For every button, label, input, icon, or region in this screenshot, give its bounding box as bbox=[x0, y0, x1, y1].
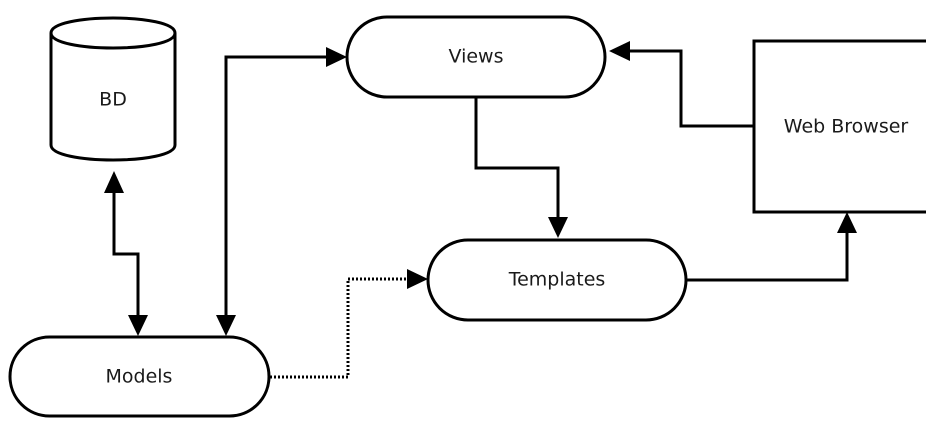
arrowhead-down-icon bbox=[216, 315, 236, 336]
node-models: Models bbox=[8, 335, 271, 418]
edge-views-templates bbox=[474, 98, 568, 238]
node-bd-label: BD bbox=[99, 89, 127, 111]
arrowhead-down-icon bbox=[128, 315, 148, 336]
edge-webbrowser-views bbox=[609, 41, 754, 128]
arrowhead-right-icon bbox=[326, 47, 347, 67]
edge-models-templates-dotted bbox=[270, 269, 428, 379]
database-cylinder-icon bbox=[49, 16, 177, 162]
node-views: Views bbox=[345, 15, 607, 99]
node-web-browser: Web Browser bbox=[752, 39, 926, 214]
node-web-browser-label: Web Browser bbox=[784, 116, 909, 138]
arrowhead-up-icon bbox=[837, 212, 857, 233]
arrowhead-right-icon bbox=[407, 269, 428, 289]
arrowhead-left-icon bbox=[609, 41, 630, 61]
node-bd: BD bbox=[49, 16, 177, 162]
node-models-label: Models bbox=[106, 366, 173, 388]
edge-bd-models bbox=[104, 171, 148, 336]
node-templates-label: Templates bbox=[508, 269, 606, 291]
arrowhead-down-icon bbox=[548, 217, 568, 238]
edge-templates-webbrowser bbox=[686, 212, 857, 282]
node-views-label: Views bbox=[449, 46, 504, 68]
edge-models-views bbox=[216, 47, 347, 336]
node-templates: Templates bbox=[426, 238, 688, 322]
arrowhead-up-icon bbox=[104, 171, 124, 193]
